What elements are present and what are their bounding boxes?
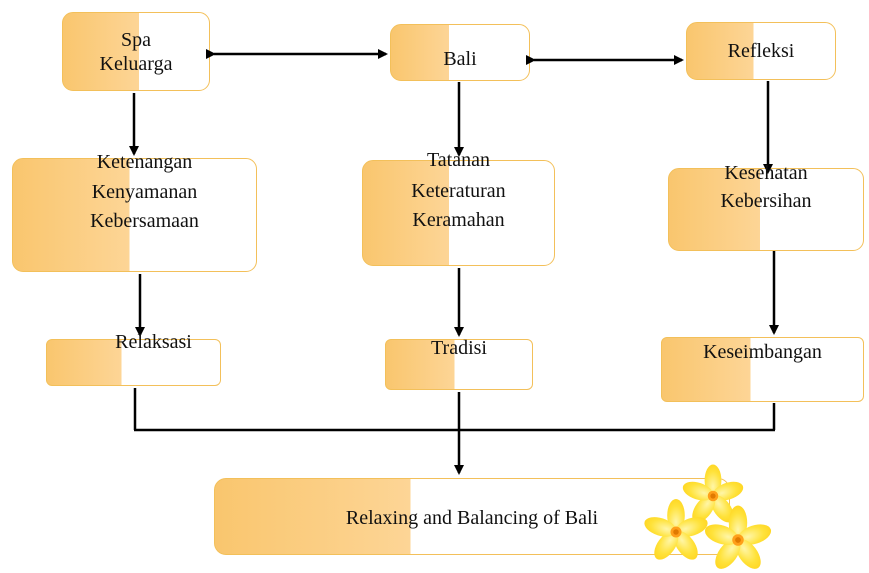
- box-tradisi: [385, 339, 533, 390]
- label-bali: Bali: [443, 48, 477, 70]
- label-refleksi: Refleksi: [727, 40, 795, 62]
- label-keluarga: Keluarga: [99, 53, 173, 75]
- label-ketenangan: Ketenangan: [96, 151, 193, 173]
- label-keteraturan: Keteraturan: [411, 180, 506, 202]
- box-spa-keluarga: [62, 12, 210, 91]
- box-relaksasi: [46, 339, 221, 386]
- label-keramahan: Keramahan: [412, 209, 505, 231]
- box-ketenangan: [12, 158, 257, 272]
- label-kesehatan: Kesehatan: [724, 162, 808, 184]
- label-kenyamanan: Kenyamanan: [91, 181, 198, 203]
- box-tatanan: [362, 160, 555, 266]
- label-tatanan: Tatanan: [426, 149, 490, 171]
- label-tradisi: Tradisi: [431, 337, 487, 359]
- label-keseimbangan: Keseimbangan: [703, 341, 822, 363]
- box-bali: [390, 24, 530, 81]
- box-bottom: [214, 478, 730, 555]
- label-spa: Spa: [121, 29, 151, 51]
- label-kebersihan: Kebersihan: [720, 190, 812, 212]
- box-keseimbangan: [661, 337, 864, 402]
- box-refleksi: [686, 22, 836, 80]
- label-kebersamaan: Kebersamaan: [90, 210, 199, 232]
- label-bottom: Relaxing and Balancing of Bali: [345, 507, 599, 529]
- label-relaksasi: Relaksasi: [115, 331, 192, 353]
